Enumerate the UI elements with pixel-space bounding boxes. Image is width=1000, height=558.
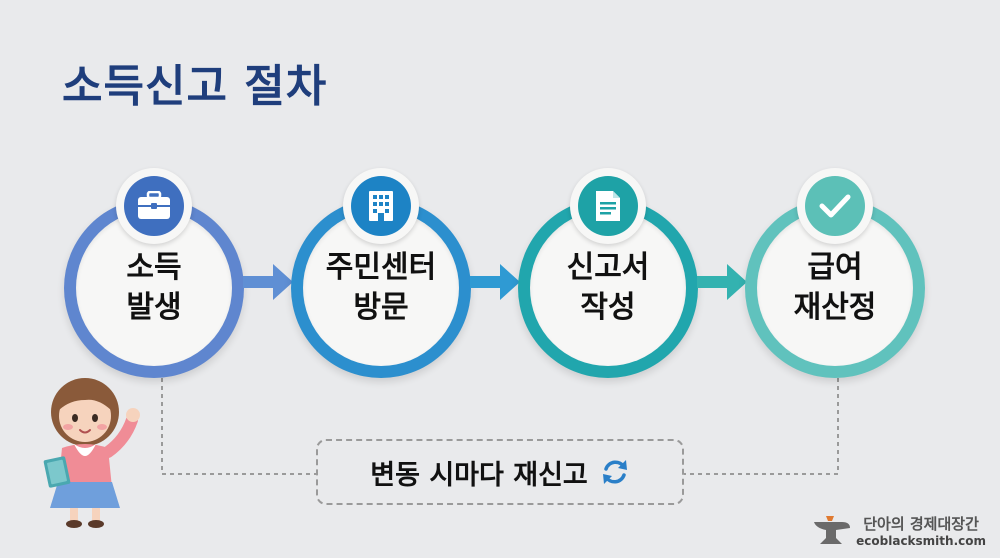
step-badge bbox=[797, 168, 873, 244]
refile-notice-text: 변동 시마다 재신고 bbox=[370, 459, 588, 491]
building-icon bbox=[369, 191, 393, 221]
page-title: 소득신고 절차 bbox=[62, 61, 328, 112]
anvil-logo-icon bbox=[814, 516, 851, 544]
arrow-right-icon bbox=[470, 264, 520, 300]
step-label-line2: 작성 bbox=[580, 290, 636, 325]
watermark-name: 단아의 경제대장간 bbox=[863, 514, 979, 533]
step-label-line2: 재산정 bbox=[793, 290, 877, 325]
briefcase-icon bbox=[138, 191, 170, 219]
arrow-right-icon bbox=[243, 264, 293, 300]
watermark: 단아의 경제대장간 ecoblacksmith.com bbox=[812, 512, 986, 548]
step-label-line1: 주민센터 bbox=[325, 250, 437, 285]
refresh-icon bbox=[602, 460, 627, 484]
step-badge bbox=[570, 168, 646, 244]
step-community-center-visit: 주민센터 방문 bbox=[291, 198, 471, 378]
document-icon bbox=[596, 191, 620, 221]
step-badge bbox=[116, 168, 192, 244]
girl-character-illustration bbox=[43, 378, 140, 528]
checkmark-icon bbox=[819, 194, 851, 218]
step-label-line2: 방문 bbox=[353, 290, 409, 325]
step-label-line1: 신고서 bbox=[566, 250, 650, 285]
step-label-line2: 발생 bbox=[126, 290, 182, 325]
step-label-line1: 소득 bbox=[126, 250, 182, 285]
arrow-right-icon bbox=[697, 264, 747, 300]
watermark-url: ecoblacksmith.com bbox=[856, 533, 986, 548]
refile-notice-box: 변동 시마다 재신고 bbox=[316, 439, 684, 505]
step-label-line1: 급여 bbox=[807, 250, 863, 285]
step-badge bbox=[343, 168, 419, 244]
